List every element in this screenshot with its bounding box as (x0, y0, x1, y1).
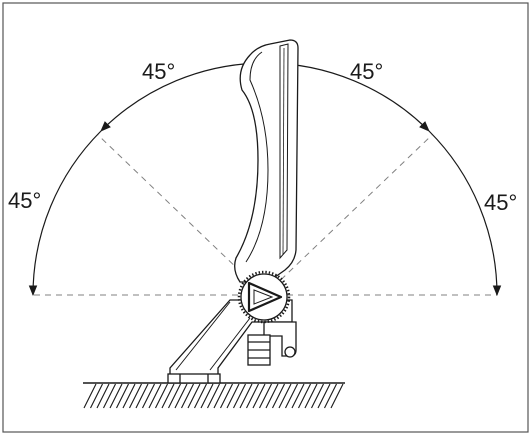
bracket-edge-inner (209, 317, 251, 371)
angle-label-side-left: 45° (8, 188, 41, 213)
arc-side-left (28, 130, 102, 297)
angle-label-upper-left: 45° (142, 59, 175, 84)
arc-side-right (428, 130, 502, 297)
bracket-edge (175, 301, 231, 371)
screen-face (279, 43, 289, 260)
display-body (234, 39, 299, 283)
arc-upper-left (100, 58, 267, 132)
right-45-reference-line (264, 134, 433, 296)
angle-label-side-right: 45° (484, 190, 517, 215)
angle-label-upper-right: 45° (350, 59, 383, 84)
clamp-screw (284, 346, 296, 358)
screen-bezel (282, 47, 285, 256)
ground-hatch-icon (83, 382, 345, 409)
housing-contour (245, 51, 269, 263)
bracket-base (167, 373, 221, 384)
housing-outline (234, 39, 299, 283)
tilt-knob-icon (237, 270, 291, 324)
